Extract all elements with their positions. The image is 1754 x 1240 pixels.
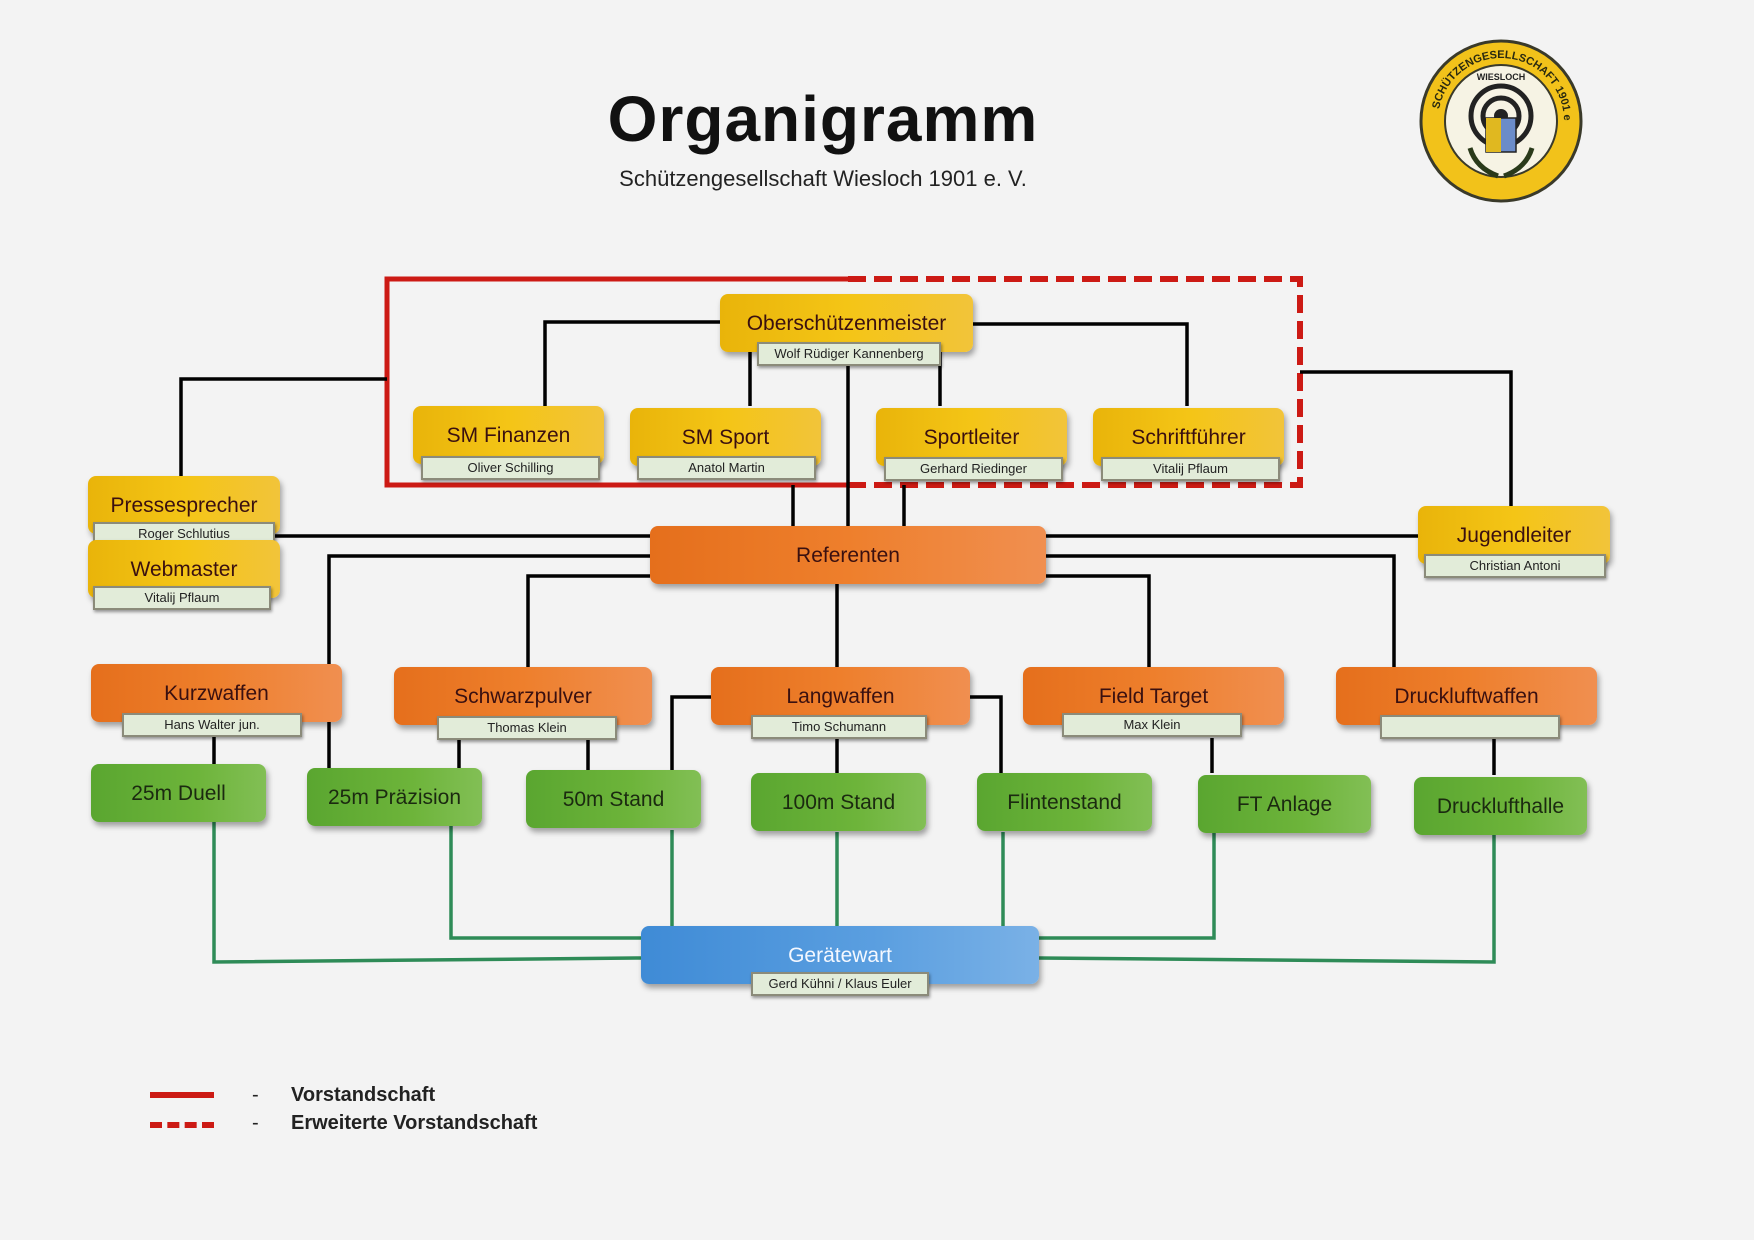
vorstand-frame-dashed xyxy=(848,276,1303,488)
role-label: Langwaffen xyxy=(786,685,895,708)
role-label: Field Target xyxy=(1098,685,1209,708)
name-sportleiter: Gerhard Riedinger xyxy=(884,457,1063,481)
name-druckluftwaffen xyxy=(1380,715,1560,739)
box-referenten[interactable]: Referenten xyxy=(650,526,1046,584)
box-schriftfuehrer[interactable]: Schriftführer xyxy=(1093,408,1284,466)
box-ft-anlage[interactable]: FT Anlage xyxy=(1198,775,1371,833)
club-logo: SCHÜTZENGESELLSCHAFT 1901 e.V. WIESLOCH xyxy=(1415,29,1584,204)
name-kurzwaffen: Hans Walter jun. xyxy=(122,713,302,737)
name-jugendleiter: Christian Antoni xyxy=(1424,554,1606,578)
box-drucklufthalle[interactable]: Drucklufthalle xyxy=(1414,777,1587,835)
facility-label: Flintenstand xyxy=(1007,791,1122,814)
legend-label-erweiterte-vorstandschaft: Erweiterte Vorstandschaft xyxy=(291,1112,538,1134)
legend-label-vorstandschaft: Vorstandschaft xyxy=(291,1084,436,1106)
role-label: Webmaster xyxy=(130,558,238,581)
role-label: Kurzwaffen xyxy=(164,682,269,705)
geraetewart-connectors xyxy=(212,822,1496,964)
box-sm-finanzen[interactable]: SM Finanzen xyxy=(413,406,604,464)
page-title: Organigramm xyxy=(607,83,1039,155)
logo-inner-text: WIESLOCH xyxy=(1477,72,1526,82)
legend-separator: - xyxy=(252,1084,259,1106)
vorstand-frame-solid xyxy=(384,276,848,488)
role-label: SM Sport xyxy=(681,426,770,449)
box-kurzwaffen[interactable]: Kurzwaffen xyxy=(91,664,342,722)
box-25m-duell[interactable]: 25m Duell xyxy=(91,764,266,822)
role-label: Gerätewart xyxy=(788,944,892,967)
club-logo-emblem: SCHÜTZENGESELLSCHAFT 1901 e.V. WIESLOCH xyxy=(1415,29,1583,203)
legend-dashed-line xyxy=(150,1122,214,1128)
role-label: Jugendleiter xyxy=(1456,524,1572,547)
box-schwarzpulver[interactable]: Schwarzpulver xyxy=(394,667,652,725)
facility-label: FT Anlage xyxy=(1236,793,1333,816)
box-sportleiter[interactable]: Sportleiter xyxy=(876,408,1067,466)
page-subtitle: Schützengesellschaft Wiesloch 1901 e. V. xyxy=(619,166,1027,191)
role-label: Sportleiter xyxy=(923,426,1020,449)
name-sm-finanzen: Oliver Schilling xyxy=(421,456,600,480)
role-label: Oberschützenmeister xyxy=(746,312,947,335)
box-25m-praezision[interactable]: 25m Präzision xyxy=(307,768,482,826)
name-oberschuetzenmeister: Wolf Rüdiger Kannenberg xyxy=(757,342,941,366)
name-geraetewart: Gerd Kühni / Klaus Euler xyxy=(751,972,929,996)
box-flintenstand[interactable]: Flintenstand xyxy=(977,773,1152,831)
role-label: Referenten xyxy=(796,544,900,567)
role-label: Schriftführer xyxy=(1131,426,1246,449)
box-50m-stand[interactable]: 50m Stand xyxy=(526,770,701,828)
name-schriftfuehrer: Vitalij Pflaum xyxy=(1101,457,1280,481)
role-label: SM Finanzen xyxy=(446,424,571,447)
role-label: Pressesprecher xyxy=(110,494,258,517)
name-schwarzpulver: Thomas Klein xyxy=(437,716,617,740)
facility-label: 25m Präzision xyxy=(327,786,462,809)
box-100m-stand[interactable]: 100m Stand xyxy=(751,773,926,831)
name-sm-sport: Anatol Martin xyxy=(637,456,816,480)
facility-label: 50m Stand xyxy=(562,788,665,811)
name-webmaster: Vitalij Pflaum xyxy=(93,586,271,610)
name-field-target: Max Klein xyxy=(1062,713,1242,737)
facility-label: Drucklufthalle xyxy=(1436,795,1565,818)
legend-solid-line xyxy=(150,1092,214,1098)
name-langwaffen: Timo Schumann xyxy=(751,715,927,739)
black-connectors xyxy=(179,320,1513,775)
legend-separator: - xyxy=(252,1112,259,1134)
role-label: Druckluftwaffen xyxy=(1394,685,1539,708)
facility-label: 100m Stand xyxy=(781,791,896,814)
facility-label: 25m Duell xyxy=(131,782,226,805)
role-label: Schwarzpulver xyxy=(454,685,592,708)
